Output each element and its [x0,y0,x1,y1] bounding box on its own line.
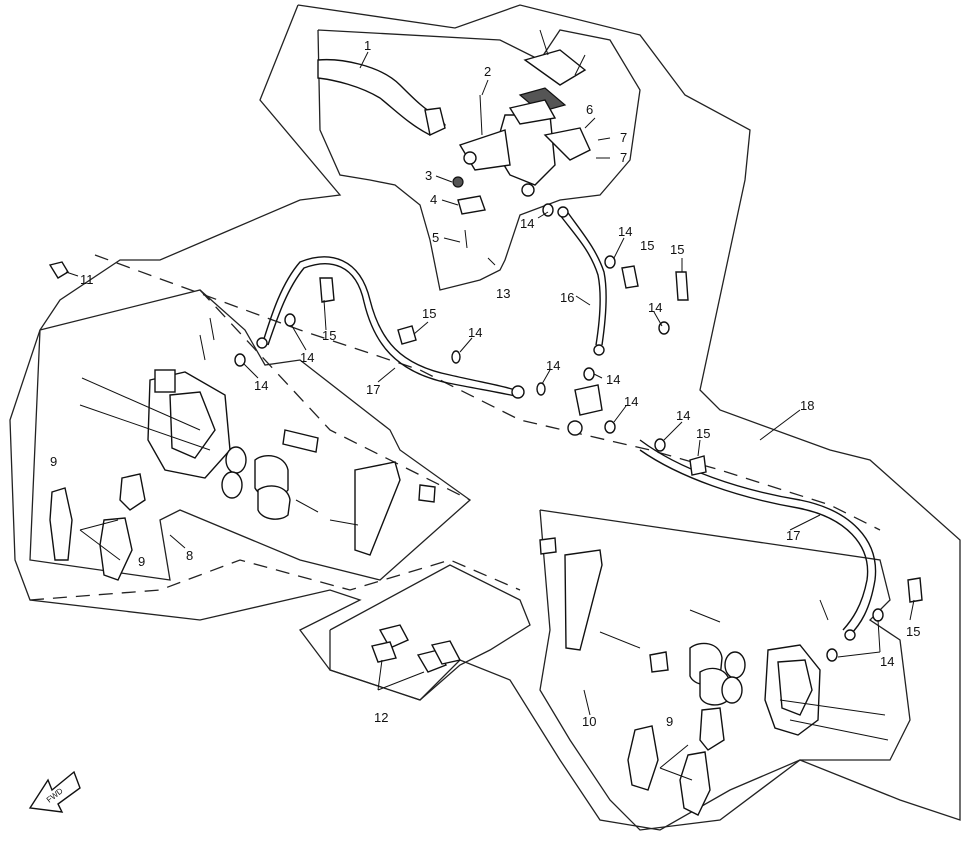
callout-1: 1 [364,38,371,53]
brake-hose-16 [557,206,607,356]
group-outline-12 [329,564,531,701]
callout-14-e: 14 [254,378,268,393]
callout-14-d: 14 [300,350,314,365]
callout-9-c: 9 [666,714,673,729]
reservoir-cap [508,29,587,125]
callout-8: 8 [186,548,193,563]
sealing-washers [234,203,884,662]
right-brake-pads [627,707,725,816]
group-outline-13 [317,29,641,291]
right-brake-caliper [539,537,889,741]
hose-splitter [567,384,603,436]
callout-17-a: 17 [366,382,380,397]
callout-17-b: 17 [786,528,800,543]
callout-14-k: 14 [880,654,894,669]
callout-14-a: 14 [520,216,534,231]
brake-hose-17-upper [256,256,525,399]
group-outline-10 [539,509,911,831]
callout-labels: 1 2 3 4 5 6 7 7 6 11 13 14 14 15 15 16 1… [50,38,920,729]
callout-2: 2 [484,64,491,79]
lever-pivot-parts [452,94,611,249]
callout-5: 5 [432,230,439,245]
dashed-boundary [29,254,881,601]
banjo-bolts [319,265,923,603]
callout-leader-lines [169,51,915,716]
callout-14-b: 14 [618,224,632,239]
bolt-11 [48,261,79,279]
callout-14-i: 14 [624,394,638,409]
caliper-mounting-bolts [371,624,462,691]
callout-4: 4 [430,192,437,207]
callout-14-g: 14 [546,358,560,373]
left-brake-pads [49,473,146,581]
callout-10: 10 [582,714,596,729]
left-brake-caliper [79,317,436,556]
forward-direction-arrow-icon: FWD [28,770,81,813]
brake-lever [317,58,446,137]
group-outline-18 [9,4,961,831]
callout-7a: 7 [620,130,627,145]
callout-15-a: 15 [640,238,654,253]
callout-11: 11 [80,272,94,287]
callout-15-c: 15 [322,328,336,343]
callout-14-h: 14 [606,372,620,387]
callout-15-d: 15 [422,306,436,321]
callout-18: 18 [800,398,814,413]
callout-9-b: 9 [138,554,145,569]
callout-16: 16 [560,290,574,305]
master-cylinder-body [458,114,591,197]
callout-15-e: 15 [696,426,710,441]
callout-12: 12 [374,710,388,725]
callout-15-f: 15 [906,624,920,639]
callout-7b: 7 [620,150,627,165]
callout-14-c: 14 [648,300,662,315]
brake-hose-17-lower [639,439,877,641]
callout-6: 6 [586,102,593,117]
callout-13: 13 [496,286,510,301]
callout-3: 3 [425,168,432,183]
callout-9-a: 9 [50,454,57,469]
callout-15-b: 15 [670,242,684,257]
callout-14-f: 14 [468,325,482,340]
callout-14-j: 14 [676,408,690,423]
